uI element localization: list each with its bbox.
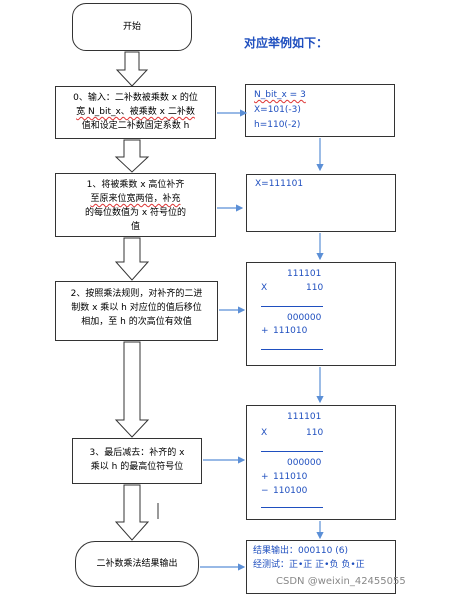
step3-box: 3、最后减去：补齐的 x 乘以 h 的最高位符号位: [72, 438, 202, 484]
ex3-multiplicand: 111101: [287, 412, 322, 422]
step0-line3: 值和设定二补数固定系数 h: [81, 121, 190, 131]
ex4-line1: 结果输出：000110 (6): [253, 546, 348, 556]
step2-line1: 2、按照乘法规则，对补齐的二进: [70, 289, 203, 299]
ex2-rule2: [261, 349, 323, 350]
example2-box: 111101 X 110 000000 + 111010: [246, 262, 396, 366]
step2-line2: 制数 x 乘以 h 对应位的值后移位: [71, 303, 202, 313]
ex1-line: X=111101: [255, 179, 304, 189]
ex0-line2: X=101(-3): [254, 105, 301, 115]
ex2-plus: +: [261, 326, 269, 336]
step1-line2: 至原来位宽两倍，补充: [90, 194, 181, 204]
step1-line1: 1、将被乘数 x 高位补齐: [86, 180, 185, 190]
ex3-plus: +: [261, 472, 269, 482]
ex3-minus: −: [261, 486, 269, 496]
start-label: 开始: [122, 22, 141, 32]
ex2-multiplicand: 111101: [287, 269, 322, 279]
step2-line3: 相加，至 h 的次高位有效值: [81, 317, 192, 327]
example4-box: 结果输出：000110 (6) 经测试：正•正 正•负 负•正: [246, 540, 396, 594]
ex0-line3: h=110(-2): [254, 120, 301, 130]
ex3-partial3: 110100: [273, 486, 308, 496]
step0-line2: 宽 N_bit_x、被乘数 x 二补数: [76, 107, 195, 117]
step1-line3: 的每位数值为 x 符号位的: [84, 208, 187, 218]
down-arrow-2: [114, 139, 150, 173]
step3-line1: 3、最后减去：补齐的 x: [89, 448, 185, 458]
example0-box: N_bit_x = 3 X=101(-3) h=110(-2): [245, 84, 395, 137]
step0-line1: 0、输入：二补数被乘数 x 的位: [73, 93, 198, 103]
ex3-multiplier: 110: [306, 428, 324, 438]
ex4-line2: 经测试：正•正 正•负 负•正: [253, 560, 365, 570]
ex3-times: X: [261, 428, 268, 438]
step1-line4: 值: [130, 222, 140, 232]
ex2-partial1: 000000: [287, 313, 322, 323]
end-node: 二补数乘法结果输出: [75, 541, 199, 587]
diagram-title: 对应举例如下：: [244, 36, 329, 50]
example3-box: 111101 X 110 000000 + 111010 − 110100: [246, 405, 396, 520]
ex2-rule1: [261, 306, 323, 307]
down-arrow-5: [114, 484, 150, 541]
ex0-line1: N_bit_x = 3: [254, 90, 306, 100]
step1-box: 1、将被乘数 x 高位补齐 至原来位宽两倍，补充 的每位数值为 x 符号位的 值: [55, 173, 216, 237]
watermark: CSDN @weixin_42455055: [276, 576, 406, 587]
ex2-multiplier: 110: [306, 283, 324, 293]
step2-box: 2、按照乘法规则，对补齐的二进 制数 x 乘以 h 对应位的值后移位 相加，至 …: [55, 281, 218, 341]
ex3-rule1: [261, 451, 323, 452]
ex3-partial1: 000000: [287, 458, 322, 468]
down-arrow-4: [114, 341, 150, 438]
down-arrow-3: [114, 237, 150, 281]
ex2-partial2: 111010: [273, 326, 308, 336]
end-label: 二补数乘法结果输出: [96, 559, 178, 569]
start-node: 开始: [72, 3, 192, 51]
ex2-times: X: [261, 283, 268, 293]
ex3-partial2: 111010: [273, 472, 308, 482]
example1-box: X=111101: [246, 174, 396, 232]
step3-line2: 乘以 h 的最高位符号位: [90, 462, 184, 472]
ex3-rule2: [261, 507, 323, 508]
down-arrow-1: [115, 51, 149, 87]
step0-box: 0、输入：二补数被乘数 x 的位 宽 N_bit_x、被乘数 x 二补数 值和设…: [55, 86, 216, 139]
